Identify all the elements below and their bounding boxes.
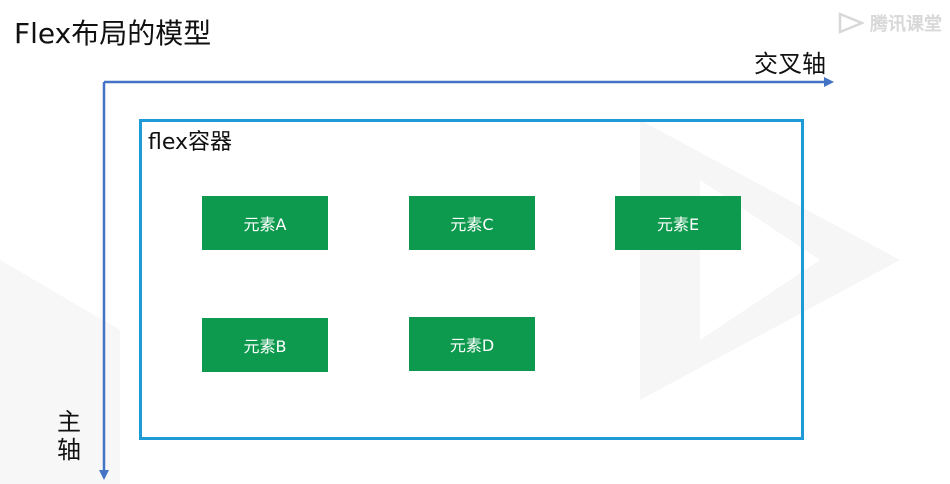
page-title: Flex布局的模型 — [14, 17, 212, 50]
flex-item-e: 元素E — [615, 196, 741, 250]
cross-axis-label: 交叉轴 — [754, 50, 826, 78]
watermark: 腾讯课堂 — [838, 10, 942, 36]
main-axis-arrow-icon — [99, 470, 109, 480]
cross-axis-arrow-icon — [824, 77, 834, 87]
flex-item-c: 元素C — [409, 196, 535, 250]
flex-item-a: 元素A — [202, 196, 328, 250]
main-axis-label: 主轴 — [57, 408, 81, 464]
flex-container-label: flex容器 — [148, 130, 233, 155]
watermark-text: 腾讯课堂 — [870, 14, 942, 35]
flex-item-d: 元素D — [409, 317, 535, 371]
play-logo-icon — [838, 12, 864, 34]
flex-item-b: 元素B — [202, 318, 328, 372]
flex-container — [139, 119, 804, 440]
